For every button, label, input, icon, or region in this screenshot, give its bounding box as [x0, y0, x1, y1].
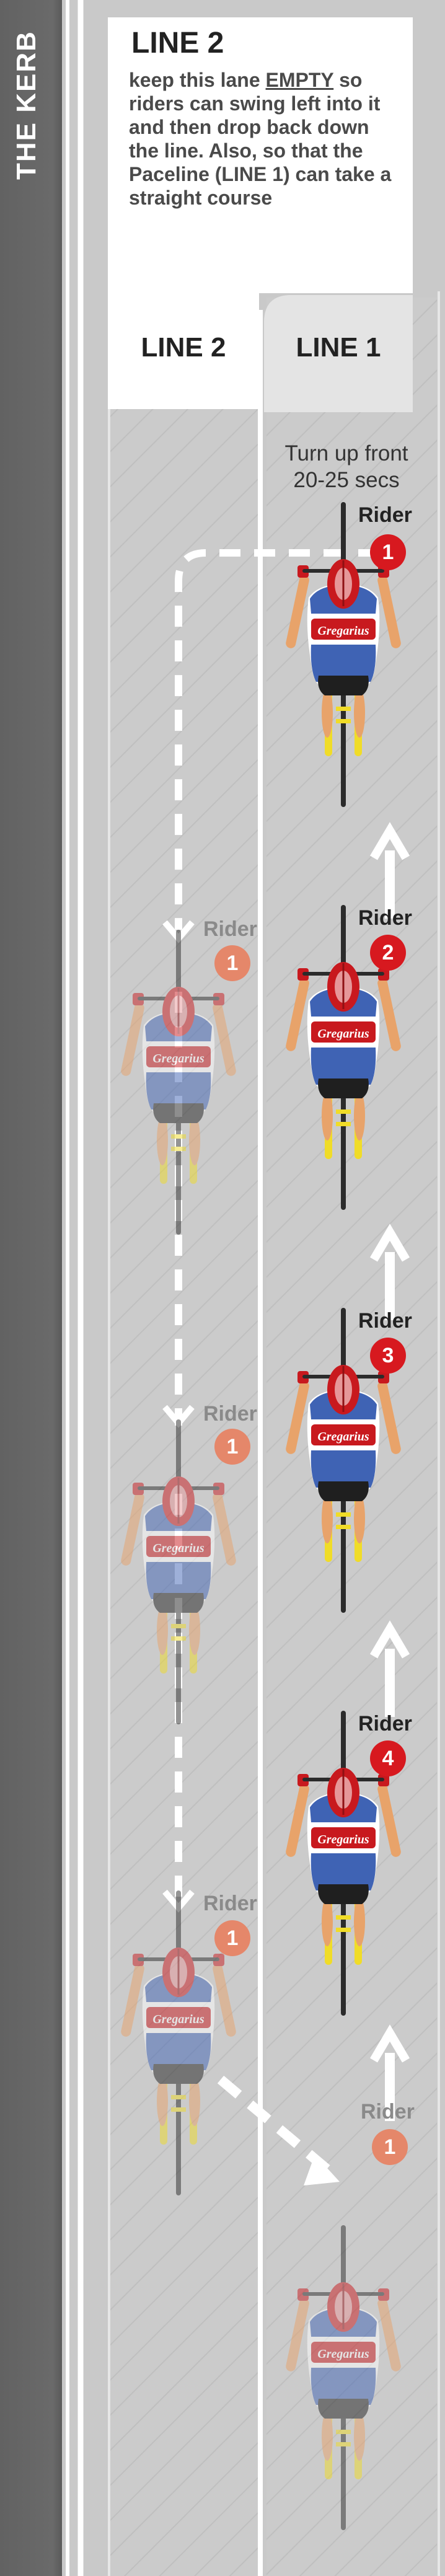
line1-heading-panel	[264, 295, 413, 412]
line2-heading-panel	[108, 291, 259, 409]
line2-info-title: LINE 2	[131, 27, 224, 60]
kerb-label: THE KERB	[11, 30, 42, 180]
rider-number-badge: 1	[370, 534, 406, 570]
rider-label: Rider	[358, 906, 412, 930]
lane-heading-line1: LINE 1	[296, 332, 381, 363]
info-body-end: so riders can swing left into it and the…	[129, 69, 392, 209]
rider-number-badge: 2	[370, 935, 406, 971]
kerb	[0, 0, 62, 2576]
rider-label: Rider	[358, 503, 412, 527]
rider-label: Rider	[203, 1892, 257, 1915]
rider-label: Rider	[358, 1712, 412, 1736]
forward-arrow-1	[369, 822, 410, 919]
turn-note-line-1: Turn up front	[284, 441, 408, 465]
rider-number-badge: 1	[214, 945, 250, 981]
rider-label: Rider	[203, 1402, 257, 1426]
lane-heading-line2: LINE 2	[141, 332, 226, 363]
rider-number-badge: 1	[214, 1429, 250, 1465]
forward-arrow-2	[369, 1224, 410, 1320]
info-body-emphasis: EMPTY	[265, 69, 334, 91]
rider-number-badge: 1	[372, 2129, 408, 2165]
rider-number-badge: 3	[370, 1338, 406, 1374]
turn-note: Turn up front 20-25 secs	[263, 440, 430, 493]
line2-info-box: LINE 2 keep this lane EMPTY so riders ca…	[108, 17, 413, 293]
forward-arrow-3	[369, 1620, 410, 1717]
info-body-start: keep this lane	[129, 69, 266, 91]
turn-note-line-2: 20-25 secs	[293, 468, 400, 492]
forward-arrow-4	[369, 2024, 410, 2121]
rotation-path-upper	[175, 549, 379, 930]
rider-label: Rider	[358, 1309, 412, 1333]
rider-label: Rider	[361, 2100, 415, 2124]
rider-number-badge: 1	[214, 1920, 250, 1956]
line2-info-body: keep this lane EMPTY so riders can swing…	[129, 68, 402, 210]
rider-number-badge: 4	[370, 1740, 406, 1776]
rider-label: Rider	[203, 917, 257, 941]
rejoin-arrowhead	[304, 2155, 340, 2186]
